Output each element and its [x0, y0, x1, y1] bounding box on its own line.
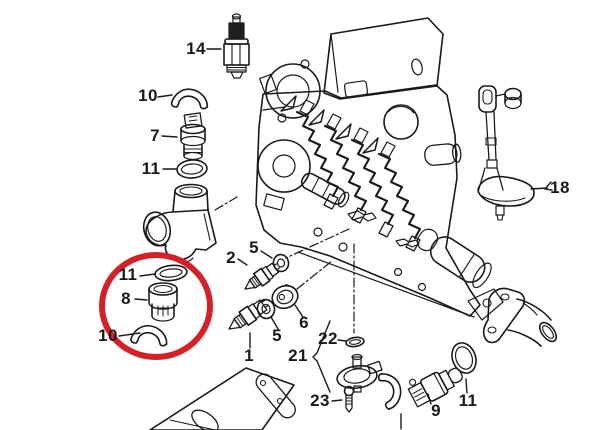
part-5-washer-top: [272, 253, 290, 273]
callout-7: 7: [150, 126, 160, 145]
part-7-sensor: [180, 112, 206, 161]
bracket-21: [312, 320, 331, 393]
part-6-screw-plug: [271, 283, 299, 310]
starter-motor: [416, 228, 504, 321]
oil-level-sensor: [336, 353, 383, 393]
oil-pump: [257, 139, 350, 211]
part-2-sensor: [244, 262, 281, 290]
part-11-seal-right: [451, 342, 477, 374]
engine-mount: [424, 143, 462, 166]
callout-5-top: 5: [249, 238, 259, 257]
part-22-seal: [345, 336, 365, 348]
callout-22: 22: [318, 329, 338, 348]
callout-18: 18: [550, 178, 570, 197]
part-10-clip-right: [377, 373, 402, 411]
callout-11-middle: 11: [118, 265, 138, 284]
dash-dot-leaders: [214, 196, 355, 334]
part-10-clip-top: [170, 88, 209, 110]
callout-23: 23: [310, 391, 330, 410]
label-leaders: [118, 48, 553, 430]
callout-21: 21: [288, 346, 308, 365]
thermostat-housing: [142, 183, 217, 263]
spring-arrowheads: [280, 95, 379, 154]
spring-tubes: [280, 95, 422, 252]
callout-5-bottom: 5: [272, 326, 282, 345]
distributor: [259, 59, 321, 123]
callout-2: 2: [226, 248, 236, 267]
engine-assembly: [255, 17, 504, 321]
engine-details: [313, 210, 427, 292]
callout-8: 8: [121, 289, 131, 308]
valve-cover: [323, 17, 444, 100]
part-18-dipstick: [477, 85, 535, 221]
coolant-flange: [482, 287, 558, 347]
callout-9: 9: [431, 401, 441, 420]
part-9-sensor: [407, 367, 463, 408]
callout-1: 1: [244, 346, 254, 365]
part-11-seal-middle: [154, 264, 188, 282]
callout-10-bottom: 10: [98, 326, 118, 345]
callout-6: 6: [299, 313, 309, 332]
part-10-clip-bottom: [130, 324, 168, 347]
callout-10-top: 10: [138, 86, 158, 105]
part-1-sensor: [228, 299, 270, 330]
part-14-switch: [223, 13, 250, 79]
callout-11-right: 11: [458, 391, 478, 410]
callout-14: 14: [186, 39, 206, 58]
engine-block-outline: [255, 84, 481, 317]
red-highlight-circle: [99, 252, 213, 360]
cover-plate: [149, 367, 296, 430]
callout-11-top: 11: [141, 159, 161, 178]
part-23-screw: [343, 385, 355, 413]
head-ports: [299, 99, 396, 158]
part-11-seal-top: [176, 159, 208, 179]
part-8-plug: [148, 282, 178, 322]
breather-circle: [383, 104, 419, 140]
